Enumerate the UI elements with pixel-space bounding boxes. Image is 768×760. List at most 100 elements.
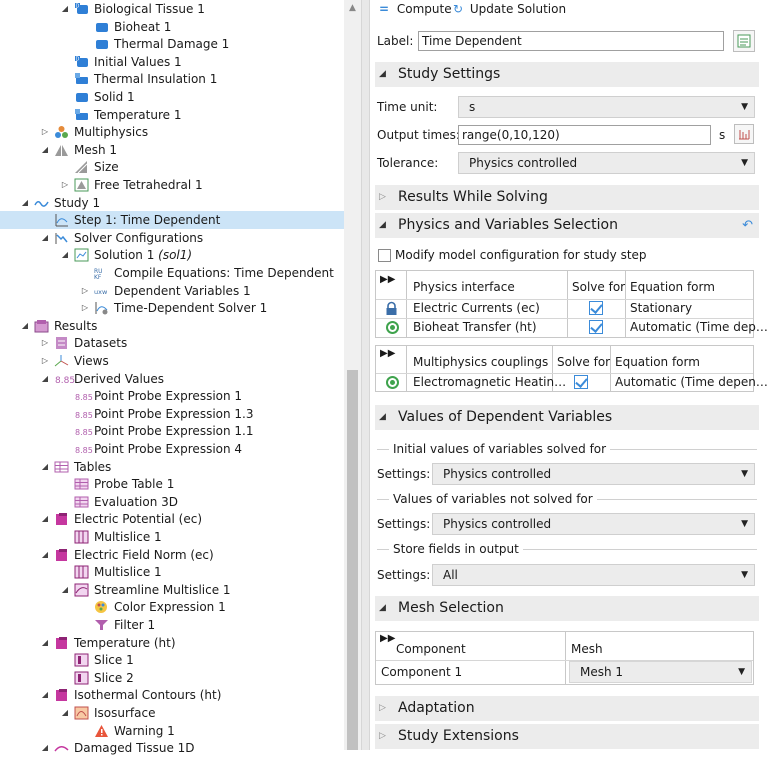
expand-columns-icon[interactable]: ▶▶: [380, 348, 396, 359]
tree-item[interactable]: ▷Datasets: [0, 334, 344, 352]
tree-item[interactable]: Step 1: Time Dependent: [0, 211, 344, 230]
section-study-settings[interactable]: ◢ Study Settings: [375, 62, 759, 87]
tree-item[interactable]: ◢Solution 1 (sol1): [0, 246, 344, 264]
tree-item[interactable]: Thermal Damage 1: [0, 35, 344, 53]
tree-item[interactable]: Filter 1: [0, 616, 344, 634]
scroll-up-icon[interactable]: ▲: [349, 3, 356, 13]
expand-twisty-icon[interactable]: ▷: [81, 303, 89, 313]
mesh-combo[interactable]: Mesh 1 ▼: [569, 661, 752, 683]
collapse-twisty-icon[interactable]: ◢: [61, 250, 69, 260]
update-solution-button[interactable]: ↻ Update Solution: [453, 0, 566, 18]
tree-item[interactable]: ◢Electric Potential (ec): [0, 510, 344, 528]
collapse-twisty-icon[interactable]: ◢: [41, 743, 49, 753]
tree-item[interactable]: ▷Free Tetrahedral 1: [0, 176, 344, 194]
output-times-input[interactable]: range(0,10,120): [458, 125, 711, 145]
range-icon[interactable]: [734, 124, 754, 144]
pane-splitter[interactable]: [361, 0, 370, 750]
collapse-twisty-icon[interactable]: ◢: [41, 514, 49, 524]
tree-item[interactable]: ▷Multiphysics: [0, 123, 344, 141]
tree-item[interactable]: ◢Electric Field Norm (ec): [0, 546, 344, 564]
expand-twisty-icon[interactable]: ▷: [41, 338, 49, 348]
expand-columns-icon[interactable]: ▶▶: [380, 633, 396, 644]
tree-item[interactable]: ▷Views: [0, 352, 344, 370]
not-solved-heading: Values of variables not solved for: [377, 491, 757, 507]
collapse-twisty-icon[interactable]: ◢: [41, 144, 49, 154]
section-adaptation[interactable]: ▷ Adaptation: [375, 696, 759, 721]
tree-item[interactable]: ◢Results: [0, 317, 344, 335]
scroll-thumb[interactable]: [347, 370, 358, 750]
tree-item[interactable]: Multislice 1: [0, 528, 344, 546]
solve-for-checkbox[interactable]: [589, 301, 603, 315]
equation-form[interactable]: Automatic (Time depen…: [615, 375, 768, 389]
collapse-twisty-icon[interactable]: ◢: [21, 197, 29, 207]
collapse-twisty-icon[interactable]: ◢: [21, 320, 29, 330]
section-results-while-solving[interactable]: ▷ Results While Solving: [375, 185, 759, 210]
tree-item[interactable]: ◢Solver Configurations: [0, 229, 344, 247]
section-physics-variables[interactable]: ◢ Physics and Variables Selection ↶: [375, 213, 759, 238]
tree-item[interactable]: ◢Isothermal Contours (ht): [0, 686, 344, 704]
tree-item[interactable]: ◢Damaged Tissue 1D: [0, 739, 344, 757]
section-mesh-selection[interactable]: ◢ Mesh Selection: [375, 596, 759, 621]
tree-item[interactable]: Color Expression 1: [0, 598, 344, 616]
label-input[interactable]: Time Dependent: [418, 31, 724, 51]
tree-item[interactable]: ◢Streamline Multislice 1: [0, 581, 344, 599]
expand-twisty-icon[interactable]: ▷: [81, 285, 89, 295]
solve-for-checkbox[interactable]: [574, 375, 588, 389]
tree-item[interactable]: ◢Isosurface: [0, 704, 344, 722]
collapse-twisty-icon[interactable]: ◢: [61, 708, 69, 717]
collapse-twisty-icon[interactable]: ◢: [41, 461, 49, 471]
tree-item[interactable]: ▷Time-Dependent Solver 1: [0, 299, 344, 317]
collapse-twisty-icon[interactable]: ◢: [41, 637, 49, 647]
expand-columns-icon[interactable]: ▶▶: [380, 274, 396, 285]
reset-icon[interactable]: ↶: [742, 218, 753, 233]
solve-for-checkbox[interactable]: [589, 320, 603, 334]
expand-twisty-icon[interactable]: ▷: [61, 180, 69, 189]
equation-form[interactable]: Stationary: [630, 301, 693, 315]
not-solved-combo[interactable]: Physics controlled ▼: [432, 513, 755, 535]
tree-item[interactable]: Evaluation 3D: [0, 493, 344, 511]
tree-item[interactable]: ◢Tables: [0, 458, 344, 476]
expand-twisty-icon[interactable]: ▷: [41, 127, 49, 137]
collapse-twisty-icon[interactable]: ◢: [41, 232, 49, 242]
tree-item[interactable]: Thermal Insulation 1: [0, 70, 344, 88]
tree-item[interactable]: ◢Temperature (ht): [0, 634, 344, 652]
tree-item[interactable]: ◢Study 1: [0, 194, 344, 212]
tree-item[interactable]: ◢Mesh 1: [0, 141, 344, 159]
tolerance-combo[interactable]: Physics controlled ▼: [458, 152, 755, 174]
tree-scrollbar[interactable]: ▲: [344, 0, 361, 750]
section-study-extensions[interactable]: ▷ Study Extensions: [375, 724, 759, 749]
collapse-twisty-icon[interactable]: ◢: [41, 373, 49, 383]
tree-item[interactable]: Slice 1: [0, 651, 344, 669]
section-dependent-variables[interactable]: ◢ Values of Dependent Variables: [375, 405, 759, 430]
tree-item[interactable]: Slice 2: [0, 669, 344, 687]
compute-button[interactable]: = Compute: [379, 0, 452, 18]
label-settings-icon[interactable]: [733, 30, 755, 52]
tree-item[interactable]: Probe Table 1: [0, 475, 344, 493]
tree-item[interactable]: Size: [0, 158, 344, 176]
equation-form[interactable]: Automatic (Time dep…: [630, 320, 768, 334]
modify-config-checkbox[interactable]: [378, 249, 391, 262]
store-fields-combo[interactable]: All ▼: [432, 564, 755, 586]
collapse-twisty-icon[interactable]: ◢: [41, 549, 49, 559]
tree-item[interactable]: Multislice 1: [0, 563, 344, 581]
expand-twisty-icon[interactable]: ▷: [41, 356, 49, 365]
collapse-twisty-icon[interactable]: ◢: [61, 584, 69, 594]
tree-item[interactable]: Warning 1: [0, 722, 344, 740]
collapse-twisty-icon[interactable]: ◢: [41, 690, 49, 700]
tree-item[interactable]: Temperature 1: [0, 106, 344, 124]
collapse-twisty-icon[interactable]: ◢: [61, 4, 69, 13]
time-unit-combo[interactable]: s ▼: [458, 96, 755, 118]
tree-item[interactable]: Bioheat 1: [0, 18, 344, 36]
tree-item[interactable]: Solid 1: [0, 88, 344, 106]
initial-values-combo[interactable]: Physics controlled ▼: [432, 463, 755, 485]
